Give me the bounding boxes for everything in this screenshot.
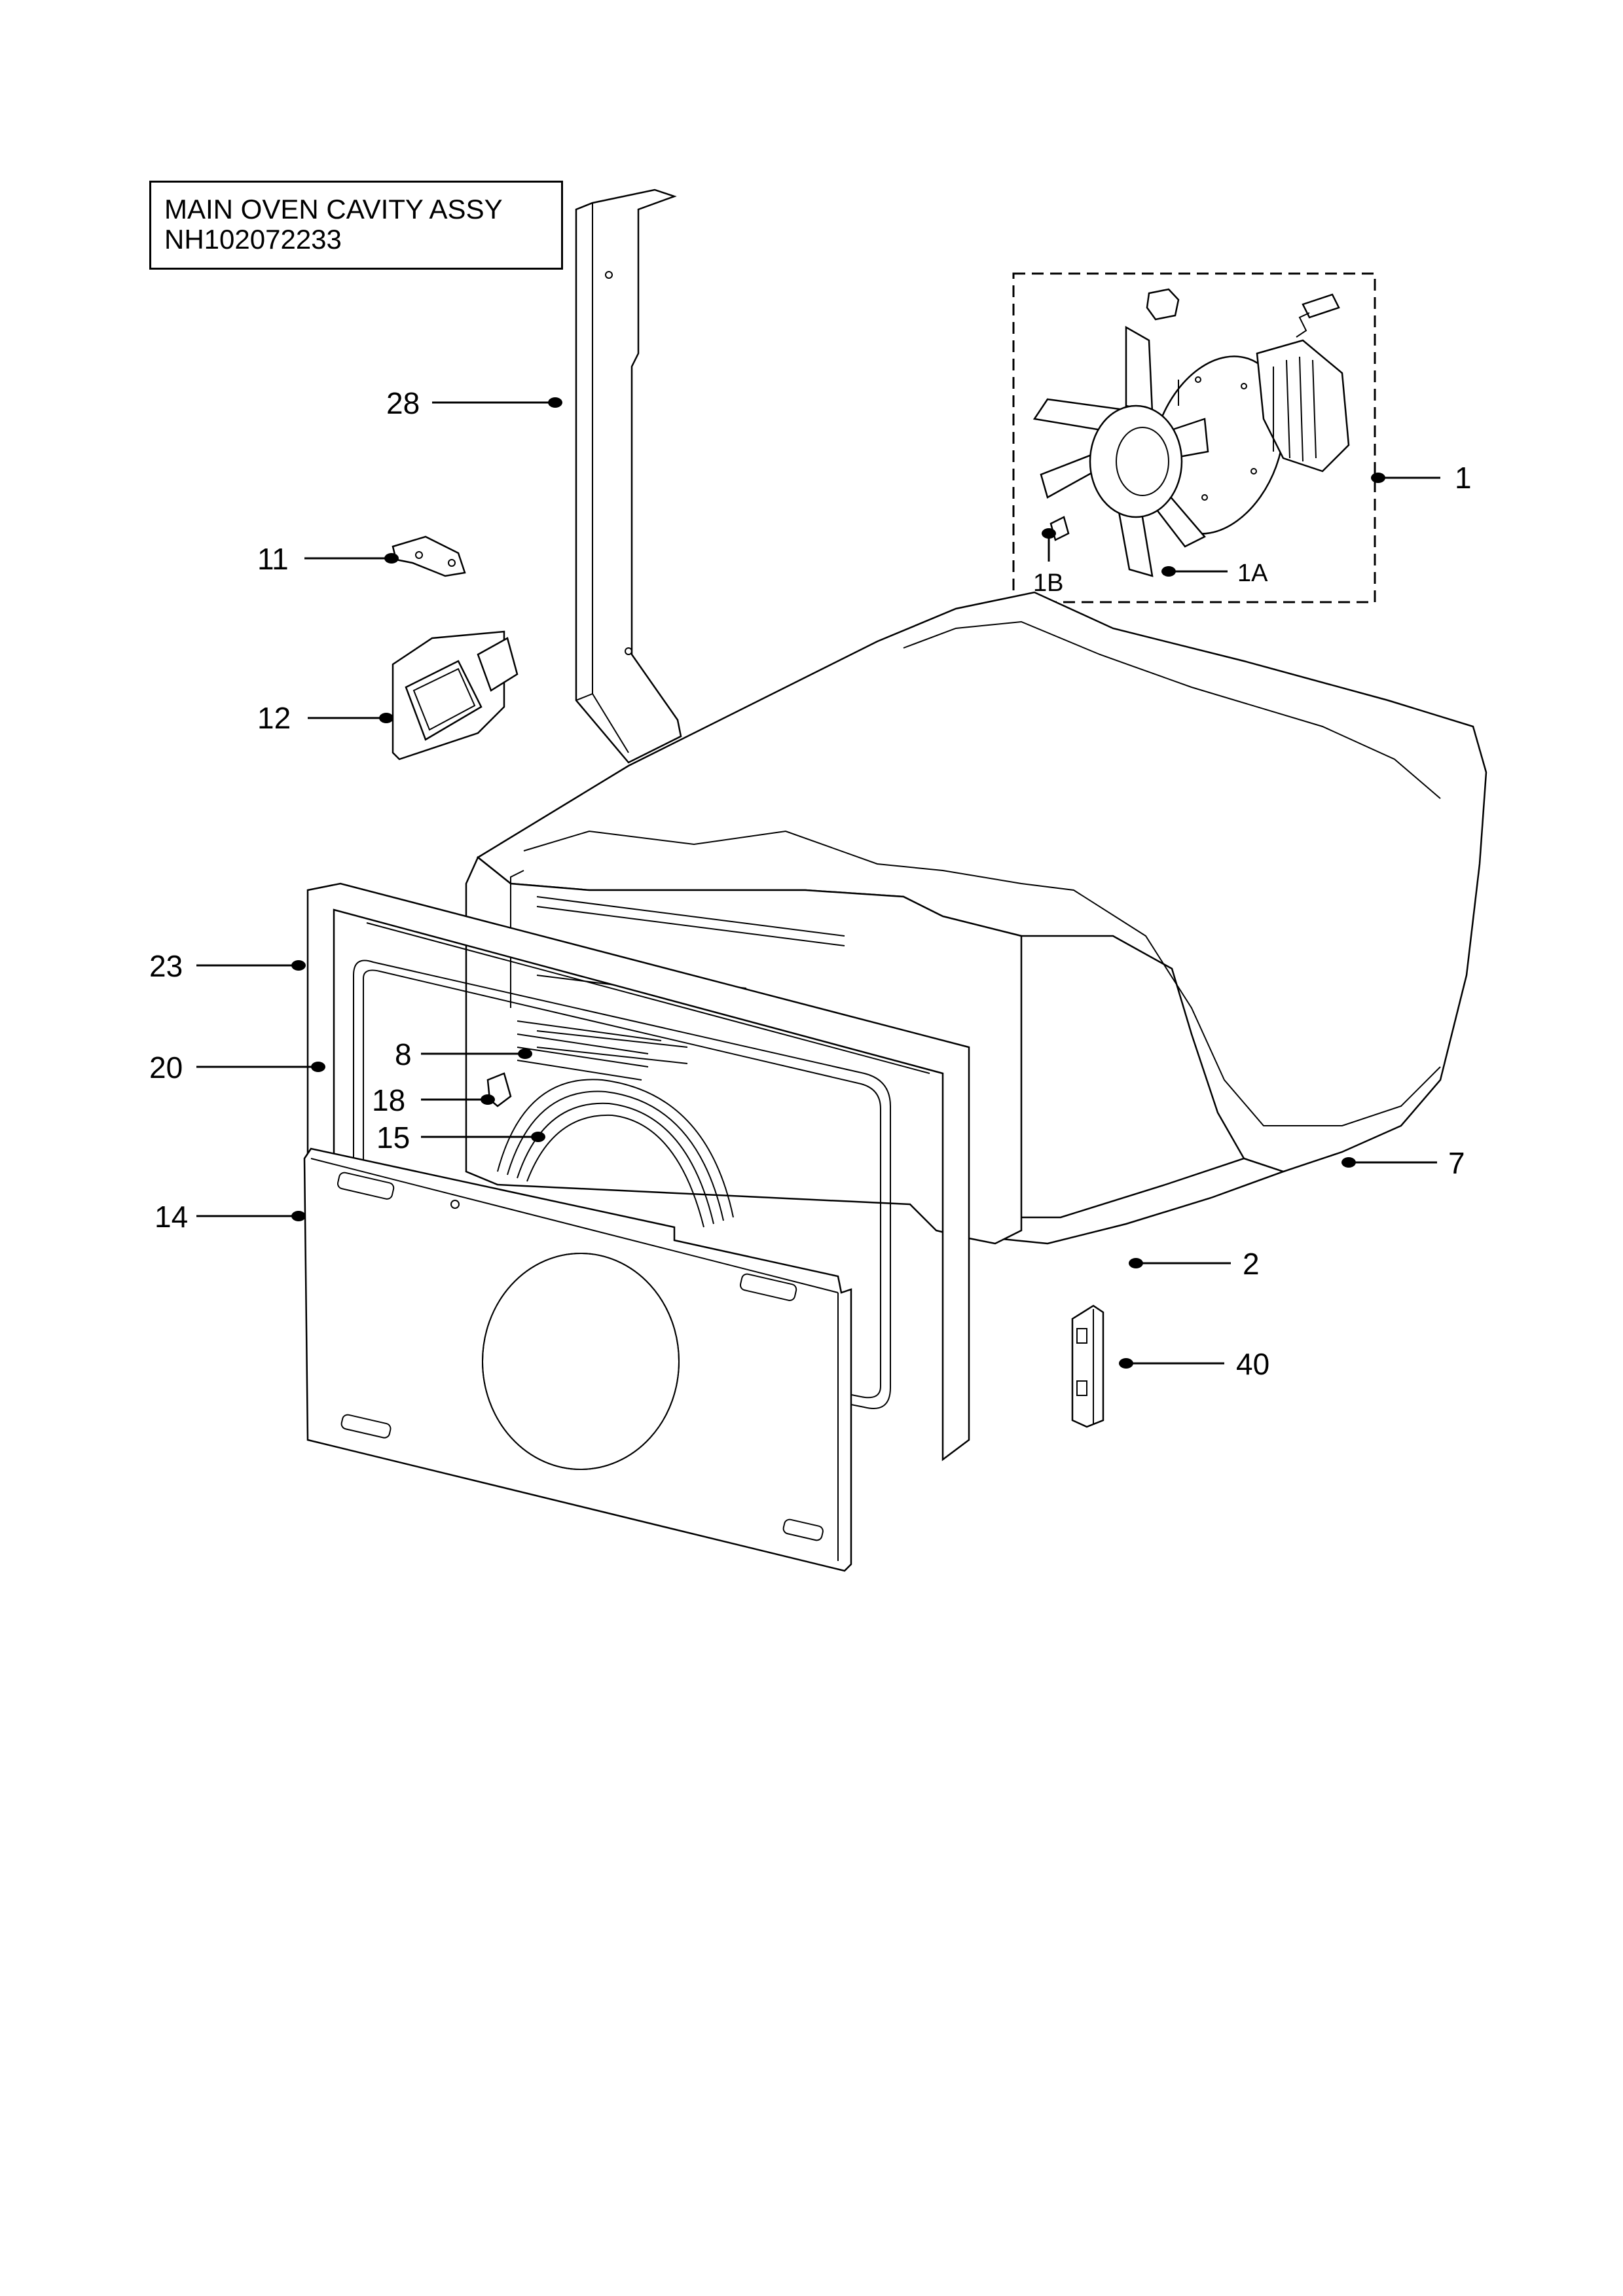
assembly-title-box: MAIN OVEN CAVITY ASSY NH102072233 — [149, 181, 563, 270]
callout-7: 7 — [1341, 1146, 1465, 1180]
callout-label-40: 40 — [1236, 1347, 1269, 1381]
callout-label-28: 28 — [386, 386, 420, 420]
callout-label-1B: 1B — [1033, 569, 1063, 597]
callout-12: 12 — [257, 701, 393, 735]
callout-label-12: 12 — [257, 701, 291, 735]
callout-28: 28 — [386, 386, 562, 420]
callout-label-1: 1 — [1455, 461, 1472, 495]
callout-label-20: 20 — [149, 1050, 183, 1085]
callout-label-18: 18 — [372, 1083, 405, 1117]
callout-15: 15 — [376, 1121, 545, 1155]
callout-label-15: 15 — [376, 1121, 410, 1155]
callout-1A: 1A — [1161, 560, 1268, 587]
callout-1: 1 — [1371, 461, 1472, 495]
callout-label-11: 11 — [257, 542, 289, 576]
callout-label-8: 8 — [395, 1037, 412, 1071]
part-40-bracket — [1071, 1304, 1104, 1428]
callout-11: 11 — [257, 542, 399, 576]
assembly-part-number: NH102072233 — [164, 224, 342, 255]
callout-2: 2 — [1129, 1247, 1260, 1281]
callout-14: 14 — [155, 1200, 306, 1234]
callout-label-2: 2 — [1243, 1247, 1260, 1281]
callout-label-23: 23 — [149, 949, 183, 983]
callout-8: 8 — [395, 1037, 532, 1071]
callout-label-14: 14 — [155, 1200, 188, 1234]
part-14-back-panel — [303, 1147, 852, 1572]
callout-label-1A: 1A — [1237, 560, 1268, 587]
assembly-title: MAIN OVEN CAVITY ASSY — [164, 194, 503, 224]
callout-20: 20 — [149, 1050, 325, 1085]
part-12-lamp-assembly — [392, 630, 519, 761]
callout-40: 40 — [1119, 1347, 1269, 1381]
callout-1B: 1B — [1033, 528, 1063, 597]
callout-label-7: 7 — [1448, 1146, 1465, 1180]
part-28-duct — [575, 188, 682, 764]
part-11-bracket — [392, 535, 466, 577]
part-1-fan-motor-assembly — [1012, 272, 1376, 603]
callout-18: 18 — [372, 1083, 495, 1117]
callout-23: 23 — [149, 949, 306, 983]
part-8-shelf-supports — [517, 1020, 662, 1081]
